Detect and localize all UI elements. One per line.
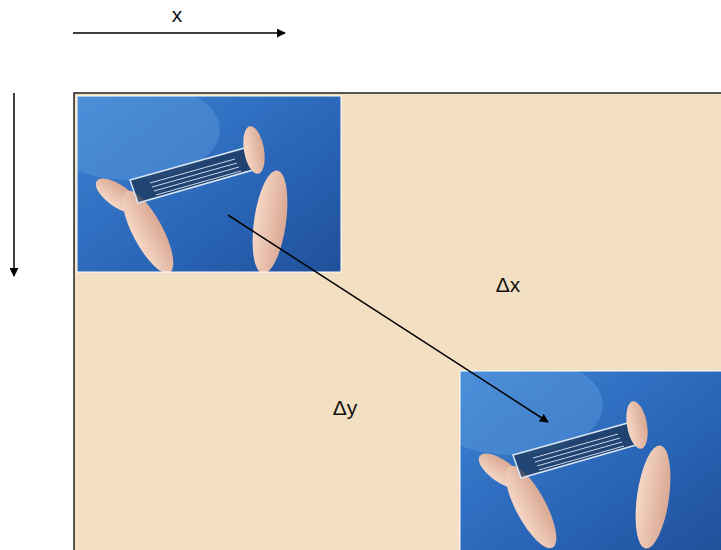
y-axis-arrow xyxy=(13,93,15,276)
photo-border xyxy=(460,371,721,550)
photo-border xyxy=(77,96,341,272)
x-axis-arrow xyxy=(73,32,285,34)
displacement-label: Δy xyxy=(333,396,358,419)
photo-end xyxy=(460,371,721,550)
axis-label: x xyxy=(172,3,183,26)
displacement-label: Δx xyxy=(496,273,521,296)
axis-label: x xyxy=(172,3,183,26)
photo-start xyxy=(77,96,341,272)
axis-label: Δy xyxy=(333,396,358,419)
displacement-arrow xyxy=(228,215,548,422)
axis-label: Δx xyxy=(496,273,521,296)
